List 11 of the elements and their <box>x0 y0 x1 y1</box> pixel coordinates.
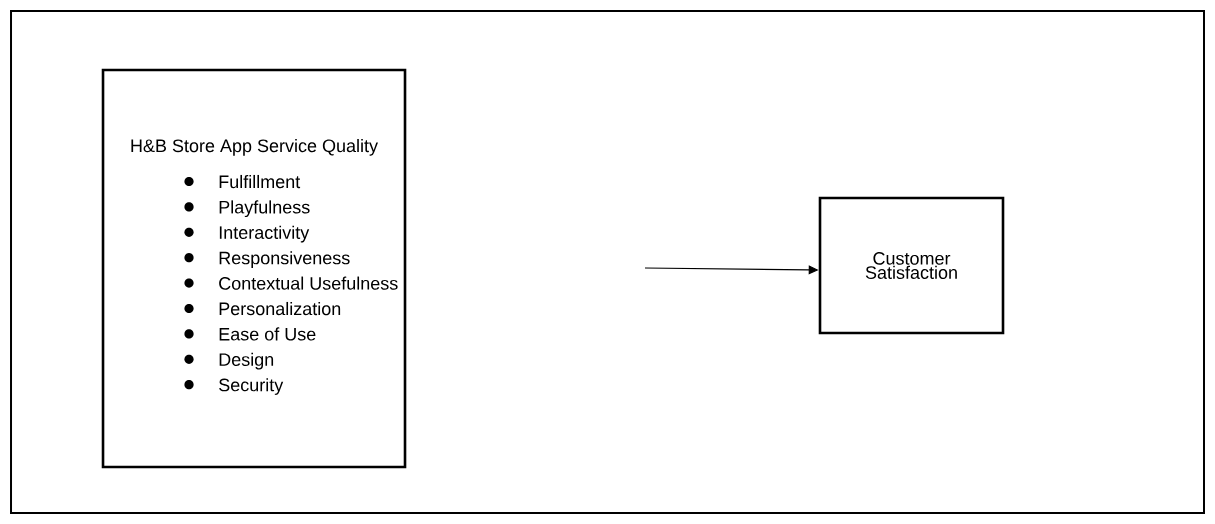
process-box: Customer Satisfaction <box>818 196 1005 335</box>
list-item: Responsiveness <box>184 251 350 268</box>
list-item: Design <box>184 352 274 370</box>
list-item: Playfulness <box>184 200 310 218</box>
list-item: Ease of Use <box>184 327 316 341</box>
list-item: Personalization <box>184 301 341 316</box>
list-item: Fulfillment <box>184 174 301 189</box>
list-item: Contextual Usefulness <box>184 276 398 290</box>
box-heading: H&B Store App Service Quality <box>131 138 378 156</box>
list-item: Security <box>184 378 284 395</box>
list-item: Interactivity <box>184 225 310 243</box>
